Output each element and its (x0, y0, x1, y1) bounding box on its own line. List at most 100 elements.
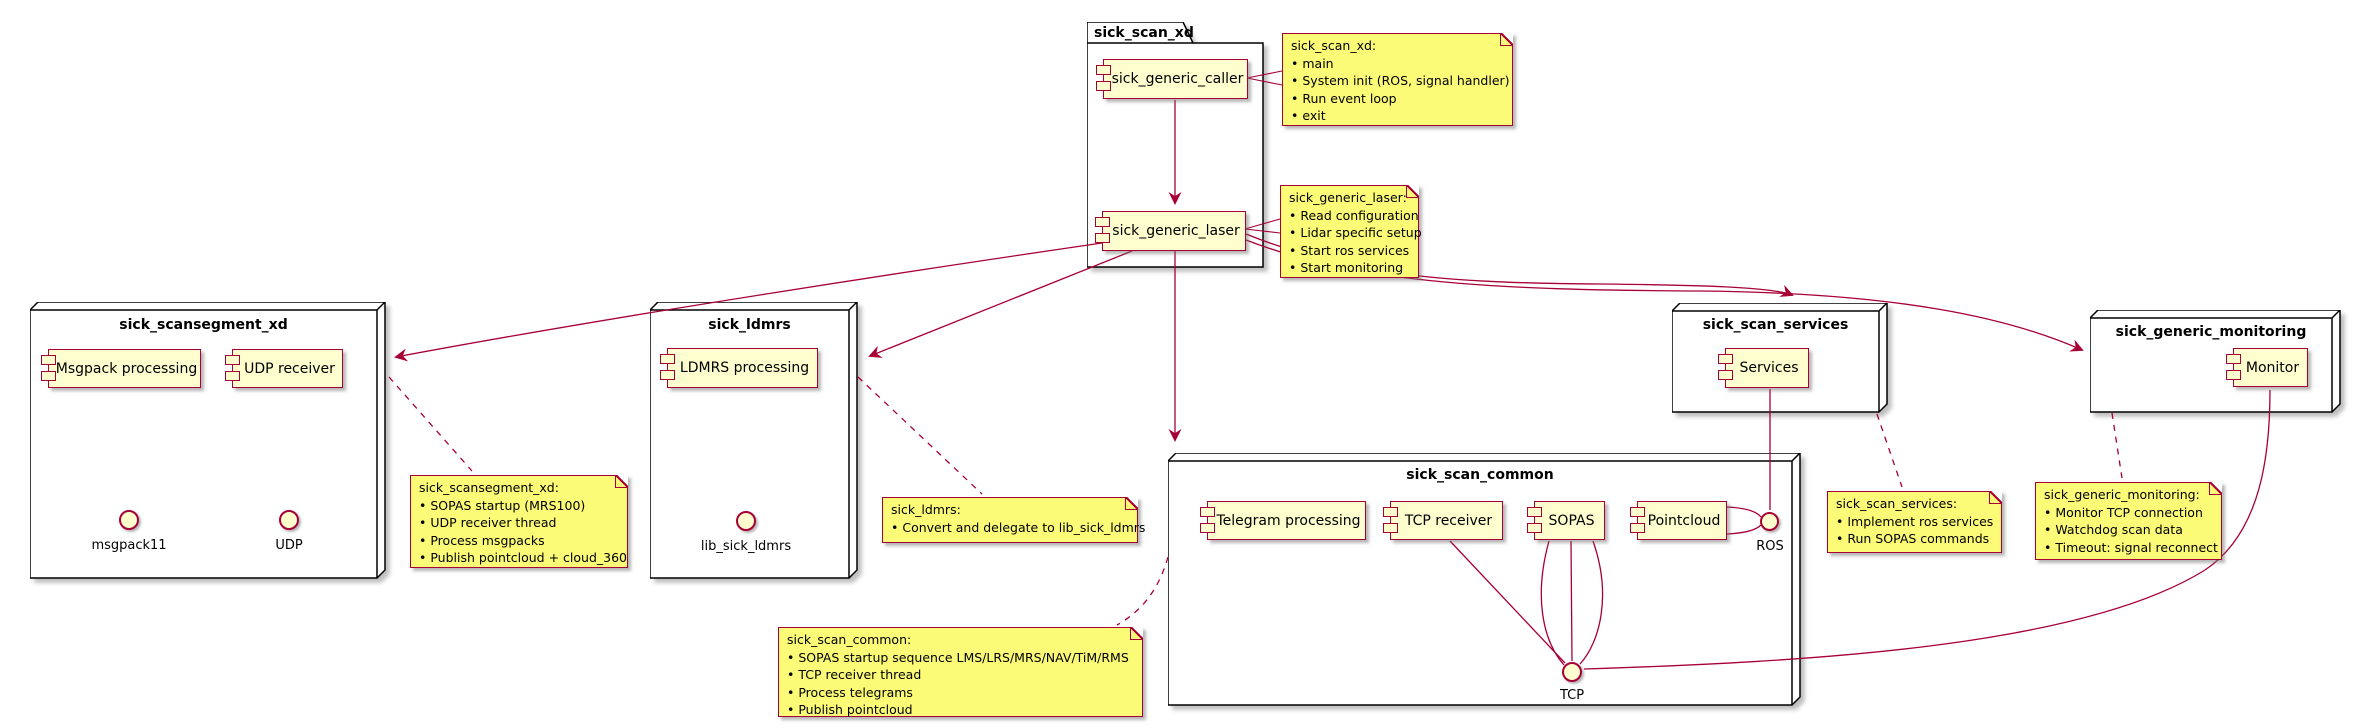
component-label: sick_generic_laser (1112, 223, 1240, 239)
note-title: sick_scan_services: (1836, 496, 1958, 511)
note-bullet: Run event loop (1291, 90, 1504, 108)
note-title: sick_ldmrs: (891, 502, 961, 517)
component-monitor: Monitor (2226, 348, 2308, 387)
component-icon (2226, 354, 2241, 364)
interface-udp-circle (279, 510, 299, 530)
interface-label: UDP (275, 538, 303, 553)
component-label: LDMRS processing (679, 360, 810, 376)
note-bullet: exit (1291, 107, 1504, 125)
note-bullet: Watchdog scan data (2044, 521, 2213, 539)
note-sick-scan-common: sick_scan_common: SOPAS startup sequence… (778, 627, 1143, 717)
note-fold-icon (1500, 33, 1513, 46)
component-udp-receiver: UDP receiver (225, 349, 343, 388)
note-sick-scan-xd: sick_scan_xd: main System init (ROS, sig… (1282, 33, 1513, 126)
component-icon (1527, 523, 1542, 533)
component-icon (1718, 354, 1733, 364)
component-icon (2226, 370, 2241, 380)
note-link-monitoring (2111, 412, 2123, 479)
component-ldmrs-processing: LDMRS processing (660, 348, 818, 388)
note-link-common (1116, 556, 1169, 626)
note-bullet: Publish pointcloud (787, 701, 1134, 719)
component-sopas: SOPAS (1527, 501, 1605, 540)
note-fold-icon (1406, 185, 1419, 198)
note-bullet: Run SOPAS commands (1836, 530, 1993, 548)
interface-label: lib_sick_ldmrs (700, 539, 792, 554)
note-sick-scansegment-xd: sick_scansegment_xd: SOPAS startup (MRS1… (410, 475, 628, 568)
note-bullet: UDP receiver thread (419, 514, 619, 532)
component-icon (1200, 523, 1215, 533)
component-icon (41, 355, 56, 365)
component-icon (1095, 217, 1110, 227)
component-icon (1630, 507, 1645, 517)
component-icon (1095, 233, 1110, 243)
note-fold-icon (1130, 627, 1143, 640)
package-3d-box (650, 302, 858, 579)
note-fold-icon (615, 475, 628, 488)
component-icon (1200, 507, 1215, 517)
note-bullet: Monitor TCP connection (2044, 504, 2213, 522)
note-bullet: SOPAS startup sequence LMS/LRS/MRS/NAV/T… (787, 649, 1134, 667)
note-bullet: TCP receiver thread (787, 666, 1134, 684)
component-label: Telegram processing (1216, 512, 1361, 529)
package-3d-box (30, 302, 386, 579)
component-services: Services (1718, 348, 1809, 388)
interface-label: ROS (1756, 539, 1784, 554)
package-title: sick_scansegment_xd (119, 317, 288, 333)
note-bullet: Lidar specific setup (1289, 224, 1421, 242)
component-icon (1630, 523, 1645, 533)
component-label: SOPAS (1548, 512, 1595, 529)
note-title: sick_generic_laser: (1289, 190, 1407, 205)
package-title: sick_scan_xd (1094, 25, 1194, 41)
note-bullet: main (1291, 55, 1504, 73)
note-bullet: Publish pointcloud + cloud_360 (419, 549, 627, 567)
note-sick-generic-monitoring: sick_generic_monitoring: Monitor TCP con… (2035, 482, 2222, 560)
component-icon (1096, 81, 1111, 91)
note-fold-icon (1125, 497, 1138, 510)
interface-label: msgpack11 (91, 538, 167, 553)
component-label: Msgpack processing (55, 360, 198, 377)
interface-ros-circle (1760, 512, 1779, 531)
interface-lib-sick-ldmrs-circle (736, 511, 756, 531)
note-bullet: Read configuration (1289, 207, 1418, 225)
component-pointcloud: Pointcloud (1630, 501, 1727, 540)
component-icon (1383, 523, 1398, 533)
package-sick-scansegment-xd: sick_scansegment_xd (30, 302, 386, 579)
note-bullet: Start ros services (1289, 242, 1410, 260)
note-title: sick_generic_monitoring: (2044, 487, 2200, 502)
component-tcp-receiver: TCP receiver (1383, 501, 1503, 540)
note-title: sick_scan_xd: (1291, 38, 1377, 53)
note-bullet: Timeout: signal reconnect (2044, 539, 2218, 557)
note-fold-icon (2209, 482, 2222, 495)
note-bullet: Start monitoring (1289, 259, 1410, 277)
component-msgpack-processing: Msgpack processing (41, 349, 201, 388)
component-icon (1527, 507, 1542, 517)
note-sick-generic-laser: sick_generic_laser: Read configuration L… (1280, 185, 1422, 278)
component-label: UDP receiver (244, 360, 335, 377)
component-label: sick_generic_caller (1111, 71, 1244, 87)
component-icon (660, 354, 675, 364)
note-bullet: Implement ros services (1836, 513, 1993, 531)
note-link-services (1876, 413, 1903, 488)
package-title: sick_scan_common (1406, 467, 1554, 483)
component-icon (1718, 370, 1733, 380)
component-icon (41, 371, 56, 381)
note-link-scansegment (388, 376, 473, 472)
package-title: sick_generic_monitoring (2115, 324, 2307, 340)
interface-msgpack11-circle (119, 510, 139, 530)
interface-label: TCP (1559, 688, 1585, 703)
component-label: Services (1739, 360, 1799, 376)
note-bullet: Convert and delegate to lib_sick_ldmrs (891, 519, 1145, 537)
package-title: sick_scan_services (1702, 317, 1849, 333)
package-title: sick_ldmrs (708, 317, 791, 333)
note-title: sick_scansegment_xd: (419, 480, 559, 495)
component-label: Monitor (2245, 359, 2300, 376)
component-sick-generic-laser: sick_generic_laser (1095, 211, 1246, 251)
note-bullet: System init (ROS, signal handler) (1291, 72, 1509, 90)
component-icon (1096, 65, 1111, 75)
note-fold-icon (1989, 491, 2002, 504)
package-3d-box (1168, 453, 1801, 706)
interface-tcp-circle (1562, 662, 1582, 682)
package-sick-ldmrs: sick_ldmrs (650, 302, 858, 579)
component-icon (660, 370, 675, 380)
